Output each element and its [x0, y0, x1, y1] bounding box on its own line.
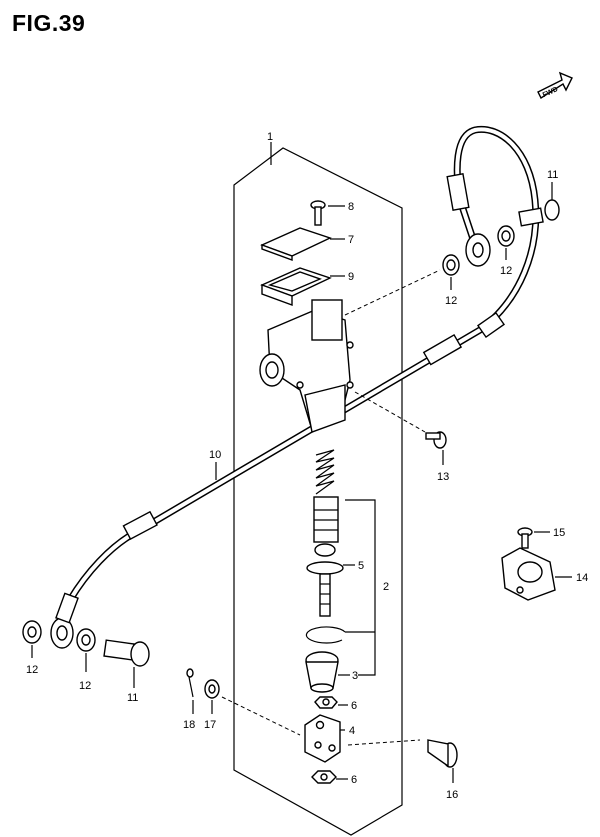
diaphragm-part-9	[260, 267, 332, 307]
callout-14: 14	[576, 572, 588, 584]
callout-8: 8	[348, 201, 354, 213]
washer-part-12-b	[497, 225, 515, 247]
washer-part-12-a	[442, 254, 460, 276]
reservoir-cap-part-7	[260, 227, 332, 262]
callout-6-upper: 6	[351, 700, 357, 712]
figure-title: FIG.39	[12, 10, 86, 36]
callout-11-lower: 11	[127, 692, 138, 704]
nut-part-6-upper	[314, 696, 338, 709]
screw-part-8	[310, 200, 326, 226]
callout-13: 13	[437, 471, 449, 483]
callout-4: 4	[349, 725, 355, 737]
callout-7: 7	[348, 234, 354, 246]
cotter-pin-part-18	[186, 668, 194, 698]
washer-part-12-d	[76, 628, 96, 652]
callout-12-upper-left: 12	[445, 295, 457, 307]
fwd-arrow-icon: FWD	[537, 71, 573, 99]
washer-part-17	[204, 679, 220, 699]
callout-5: 5	[358, 560, 364, 572]
callout-16: 16	[446, 789, 458, 801]
callout-2: 2	[383, 581, 389, 593]
callout-11-upper: 11	[547, 169, 558, 181]
clamp-part-14	[501, 547, 556, 601]
callout-9: 9	[348, 271, 354, 283]
callout-12-upper-right: 12	[500, 265, 512, 277]
boot-part-3	[305, 651, 339, 693]
callout-12-lower-mid: 12	[79, 680, 91, 692]
washer-part-12-c	[22, 620, 42, 644]
callout-18: 18	[183, 719, 195, 731]
clevis-part-4	[304, 714, 341, 763]
callout-12-lower-left: 12	[26, 664, 38, 676]
callout-10: 10	[209, 449, 221, 461]
push-rod-part-5	[306, 543, 344, 617]
master-cylinder-body	[259, 299, 354, 433]
nut-part-6-lower	[311, 770, 337, 784]
circlip	[305, 626, 346, 644]
union-bolt-part-11-lower	[103, 639, 150, 667]
screw-part-15	[517, 527, 533, 549]
union-bolt-part-11-upper	[518, 199, 560, 227]
callout-15: 15	[553, 527, 565, 539]
pin-part-16	[427, 739, 458, 768]
piston-assembly	[313, 449, 339, 543]
callout-17: 17	[204, 719, 216, 731]
assembly-frame	[233, 147, 403, 836]
brake-hose-part-10	[50, 125, 540, 649]
callout-1: 1	[267, 131, 273, 143]
fwd-label: FWD	[542, 86, 559, 99]
callout-3: 3	[352, 670, 358, 682]
callout-6-lower: 6	[351, 774, 357, 786]
screw-part-13	[425, 431, 447, 449]
leader-lines	[221, 269, 441, 746]
